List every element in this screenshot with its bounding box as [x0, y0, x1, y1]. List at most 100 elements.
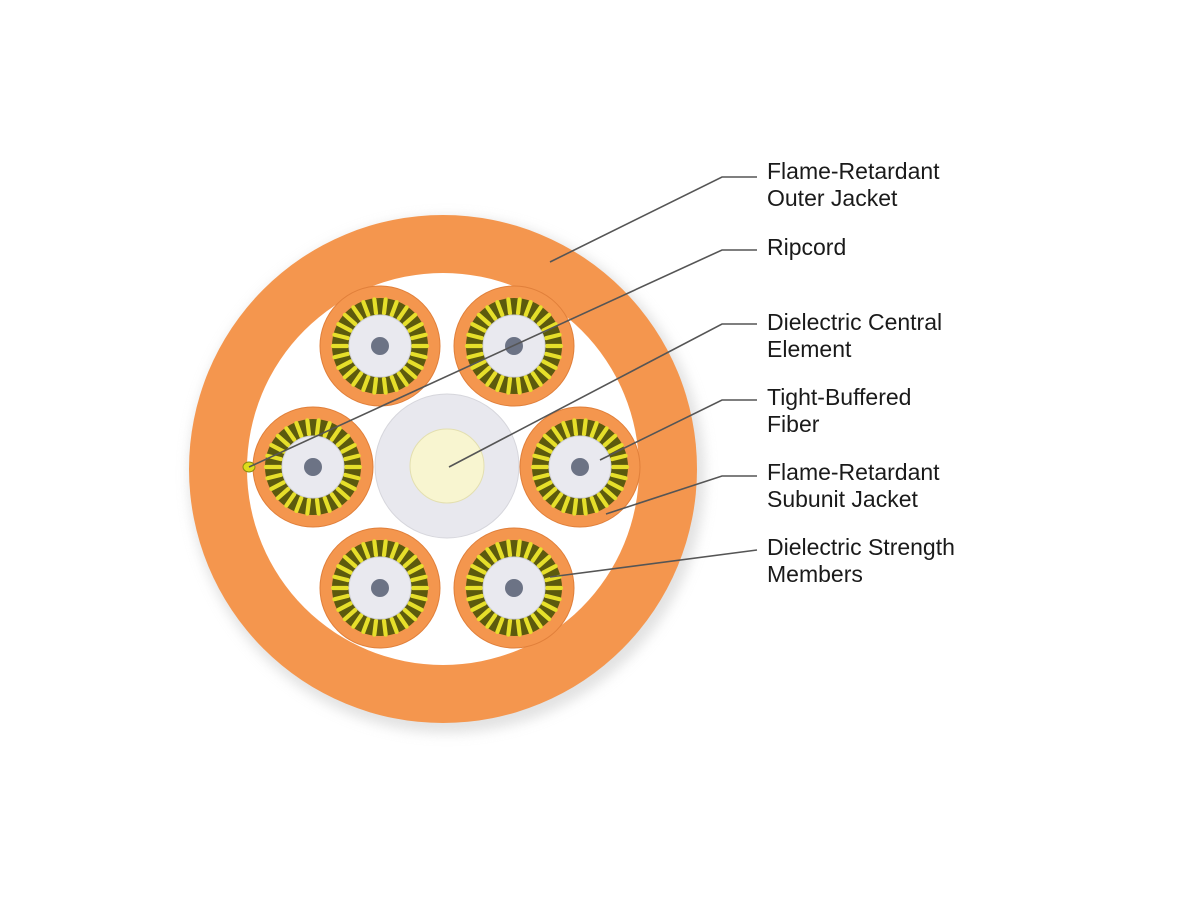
leader-line — [448, 323, 757, 468]
aramid-yarn-strand — [402, 312, 418, 327]
aramid-yarn-strand — [523, 374, 533, 393]
aramid-yarn-strand — [322, 495, 332, 514]
aramid-yarn-strand — [361, 374, 371, 393]
leader-line — [605, 475, 757, 515]
aramid-yarn-strand — [381, 297, 388, 316]
aramid-yarn-strand — [329, 492, 342, 508]
aramid-yarn-strand — [551, 492, 564, 508]
aramid-yarn-strand — [294, 420, 304, 439]
aramid-yarn-strand — [269, 480, 286, 491]
aramid-yarn-strand — [381, 376, 388, 395]
aramid-yarn-strand — [389, 616, 399, 635]
aramid-yarn-strand — [602, 433, 618, 448]
aramid-yarn-strand — [476, 554, 492, 569]
aramid-yarn-strand — [407, 322, 424, 333]
aramid-yarn-strand — [476, 607, 492, 622]
aramid-yarn-strand — [506, 618, 513, 637]
aramid-yarn-strand — [476, 312, 492, 327]
aramid-yarn-strand — [409, 332, 428, 341]
aramid-yarn-strand — [372, 618, 379, 637]
aramid-yarn-strand — [351, 371, 364, 387]
aramid-yarn-strand — [275, 433, 291, 448]
aramid-yarn-strand — [342, 554, 358, 569]
aramid-yarn-strand — [536, 312, 552, 327]
aramid-yarn-strand — [269, 443, 286, 454]
aramid-yarn-strand — [294, 495, 304, 514]
aramid-yarn-strand — [466, 574, 485, 583]
aramid-yarn-strand — [284, 492, 297, 508]
aramid-yarn-strand — [466, 593, 485, 602]
aramid-yarn-strand — [409, 351, 428, 360]
aramid-yarn-strand — [351, 613, 364, 629]
aramid-yarn-strand — [361, 541, 371, 560]
leader-lines-group — [248, 176, 758, 578]
aramid-yarn-strand — [495, 616, 505, 635]
aramid-yarn-strand — [470, 322, 487, 333]
aramid-yarn-strand — [543, 332, 562, 341]
aramid-yarn-strand — [596, 426, 609, 442]
aramid-yarn-strand — [589, 420, 599, 439]
aramid-yarn-strand — [409, 574, 428, 583]
fiber-core — [371, 337, 389, 355]
fiber-core — [505, 579, 523, 597]
aramid-yarn-strand — [515, 376, 522, 395]
leader-line — [549, 549, 758, 578]
aramid-yarn-strand — [561, 420, 571, 439]
aramid-yarn-strand — [351, 547, 364, 563]
aramid-yarn-strand — [361, 616, 371, 635]
aramid-yarn-strand — [305, 497, 312, 516]
aramid-yarn-strand — [609, 453, 628, 462]
aramid-yarn-strand — [506, 297, 513, 316]
aramid-yarn-strand — [515, 618, 522, 637]
aramid-yarn-strand — [536, 607, 552, 622]
aramid-yarn-strand — [609, 472, 628, 481]
aramid-yarn-strand — [542, 486, 558, 501]
aramid-yarn-strand — [407, 601, 424, 612]
aramid-yarn-strand — [543, 351, 562, 360]
aramid-yarn-strand — [372, 297, 379, 316]
aramid-yarn-strand — [532, 472, 551, 481]
aramid-yarn-strand — [332, 351, 351, 360]
aramid-yarn-strand — [332, 332, 351, 341]
aramid-yarn-strand — [340, 480, 357, 491]
aramid-yarn-strand — [342, 365, 358, 380]
aramid-yarn-strand — [329, 426, 342, 442]
aramid-yarn-strand — [336, 564, 353, 575]
aramid-yarn-strand — [314, 418, 321, 437]
aramid-yarn-strand — [402, 554, 418, 569]
aramid-yarn-strand — [541, 359, 558, 370]
aramid-yarn-strand — [589, 495, 599, 514]
aramid-yarn-strand — [581, 418, 588, 437]
aramid-yarn-strand — [572, 497, 579, 516]
aramid-yarn-strand — [495, 374, 505, 393]
aramid-yarn-strand — [396, 547, 409, 563]
fiber-core — [371, 579, 389, 597]
aramid-yarn-strand — [523, 541, 533, 560]
aramid-yarn-strand — [543, 593, 562, 602]
leader-line — [549, 176, 757, 263]
aramid-yarn-strand — [530, 613, 543, 629]
aramid-yarn-strand — [265, 472, 284, 481]
aramid-yarn-strand — [335, 486, 351, 501]
aramid-yarn-strand — [402, 365, 418, 380]
leader-line — [599, 399, 757, 461]
aramid-yarn-strand — [381, 539, 388, 558]
aramid-yarn-strand — [602, 486, 618, 501]
aramid-yarn-strand — [466, 351, 485, 360]
aramid-yarn-strand — [381, 618, 388, 637]
aramid-yarn-strand — [396, 613, 409, 629]
aramid-yarn-strand — [485, 547, 498, 563]
aramid-yarn-strand — [314, 497, 321, 516]
aramid-yarn-strand — [543, 574, 562, 583]
aramid-yarn-strand — [396, 305, 409, 321]
aramid-yarn-strand — [485, 613, 498, 629]
tight-buffered-fiber-subunit — [319, 527, 441, 649]
aramid-yarn-strand — [485, 371, 498, 387]
aramid-yarn-strand — [515, 539, 522, 558]
fiber-core — [304, 458, 322, 476]
aramid-yarn-strand — [551, 426, 564, 442]
